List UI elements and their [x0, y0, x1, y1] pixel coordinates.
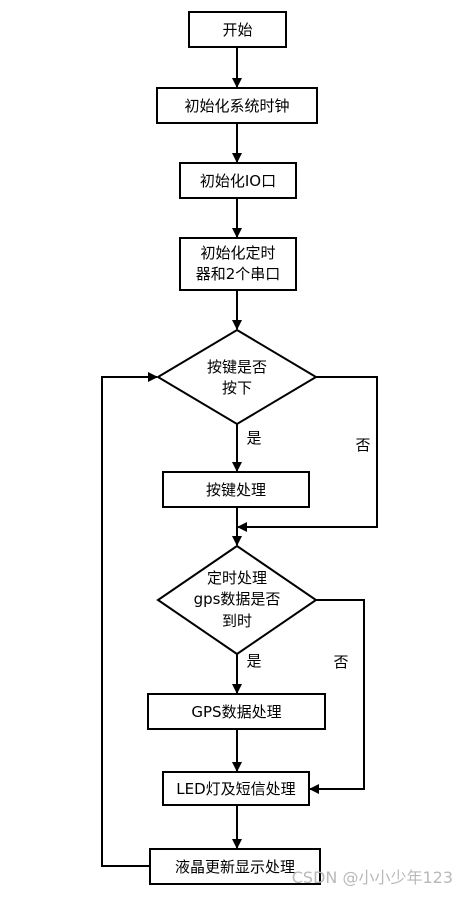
start-label: 开始: [222, 20, 253, 39]
decision-key-diamond: [156, 328, 318, 426]
decision-key-label-line1: 按键是否: [206, 358, 267, 376]
gps-process-label: GPS数据处理: [191, 702, 282, 721]
led-sms-label: LED灯及短信处理: [176, 779, 296, 798]
lcd-update-box: [149, 848, 321, 885]
init-clock-label: 初始化系统时钟: [184, 96, 290, 115]
decision-timer-label-line3: 到时: [221, 612, 252, 630]
gps-process-box: [147, 693, 326, 730]
decision-key-label-line2: 按下: [221, 379, 252, 397]
decision-timer-label-line1: 定时处理: [206, 569, 267, 587]
timer-yes-label: 是: [246, 652, 262, 670]
init-io-label: 初始化IO口: [199, 171, 277, 190]
init-timer-label-line2: 器和2个串口: [195, 265, 281, 283]
timer-no-label: 否: [333, 653, 349, 671]
decision-timer-label-line2: gps数据是否: [193, 590, 281, 608]
init-timer-label-line1: 初始化定时: [200, 244, 276, 262]
lcd-update-label: 液晶更新显示处理: [174, 857, 295, 876]
key-process-label: 按键处理: [205, 480, 266, 499]
init-timer-box: [179, 237, 297, 291]
watermark: CSDN @小小少年123: [291, 868, 453, 887]
arrow-timer-no: [309, 599, 365, 794]
arrow-key-no: [237, 376, 378, 532]
arrow-loop-back: [101, 372, 158, 867]
led-sms-box: [162, 771, 310, 806]
key-no-label: 否: [355, 436, 371, 454]
key-yes-label: 是: [246, 429, 262, 447]
